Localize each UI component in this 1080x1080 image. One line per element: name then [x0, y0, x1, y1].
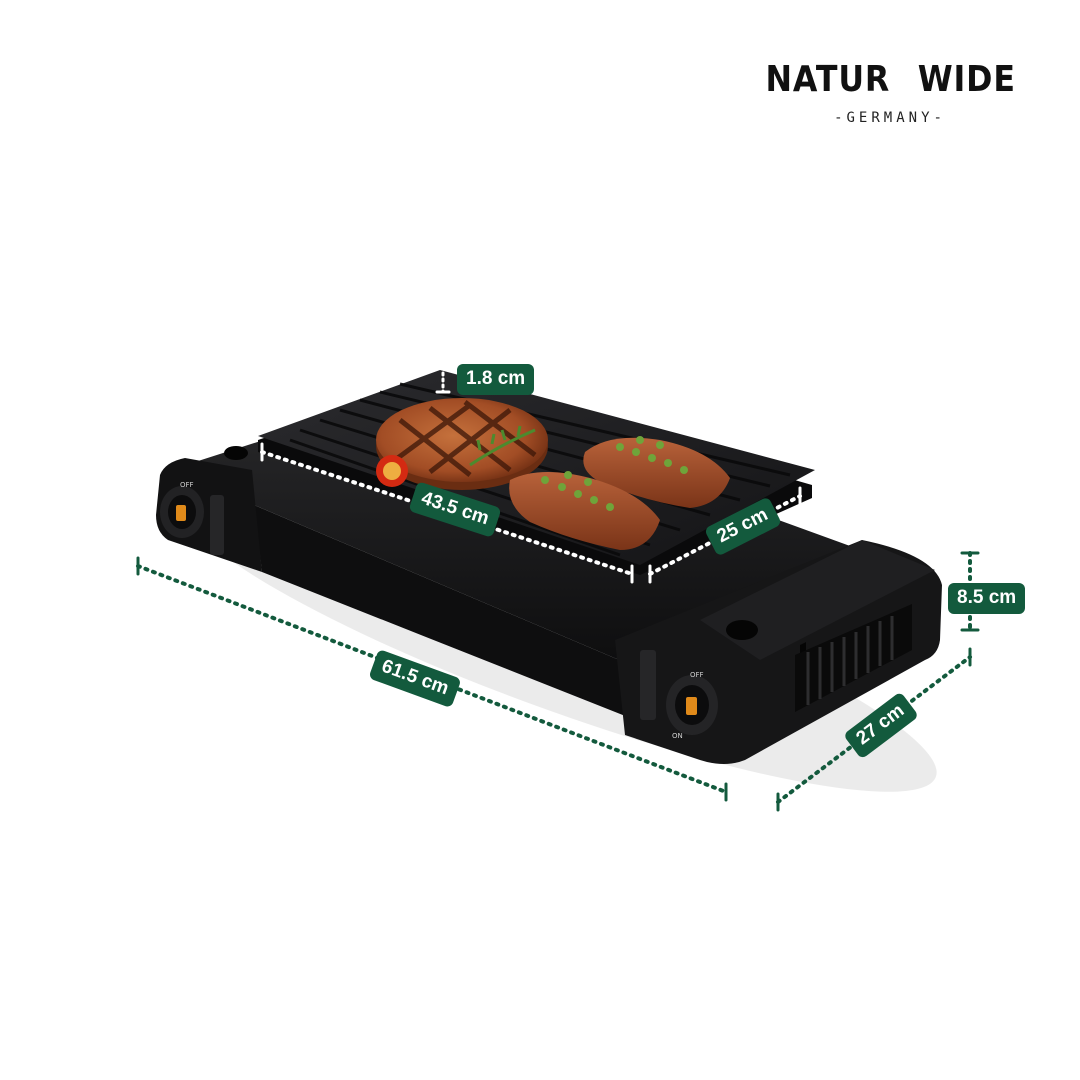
brand-name-right: WIDE [917, 59, 1016, 100]
right-control-knob: OFF ON [666, 671, 718, 740]
gas-inlet [726, 620, 758, 640]
steak-strip-back [583, 436, 730, 508]
badge-plate-thickness: 1.8 cm [457, 364, 535, 395]
right-knob-on-label: ON [672, 732, 683, 740]
badge-stove-height: 8.5 cm [948, 583, 1026, 614]
gas-inlet-left [224, 446, 248, 460]
brand-name-left: NATUR [765, 59, 891, 100]
brand-tagline: -GERMANY- [834, 110, 946, 126]
cherry-tomato [376, 455, 408, 487]
right-lock-lever [640, 650, 656, 720]
vent-slots [795, 604, 912, 712]
steak-round [376, 398, 548, 490]
left-control-knob: OFF [160, 481, 204, 538]
stove-control-panel [700, 540, 935, 660]
right-knob-off-label: OFF [690, 671, 704, 679]
steak-strip-front [509, 471, 660, 550]
left-lock-lever [210, 495, 224, 555]
left-knob-label: OFF [180, 481, 194, 489]
brand-logo: NATUR WIDE -GERMANY- [760, 59, 1020, 127]
